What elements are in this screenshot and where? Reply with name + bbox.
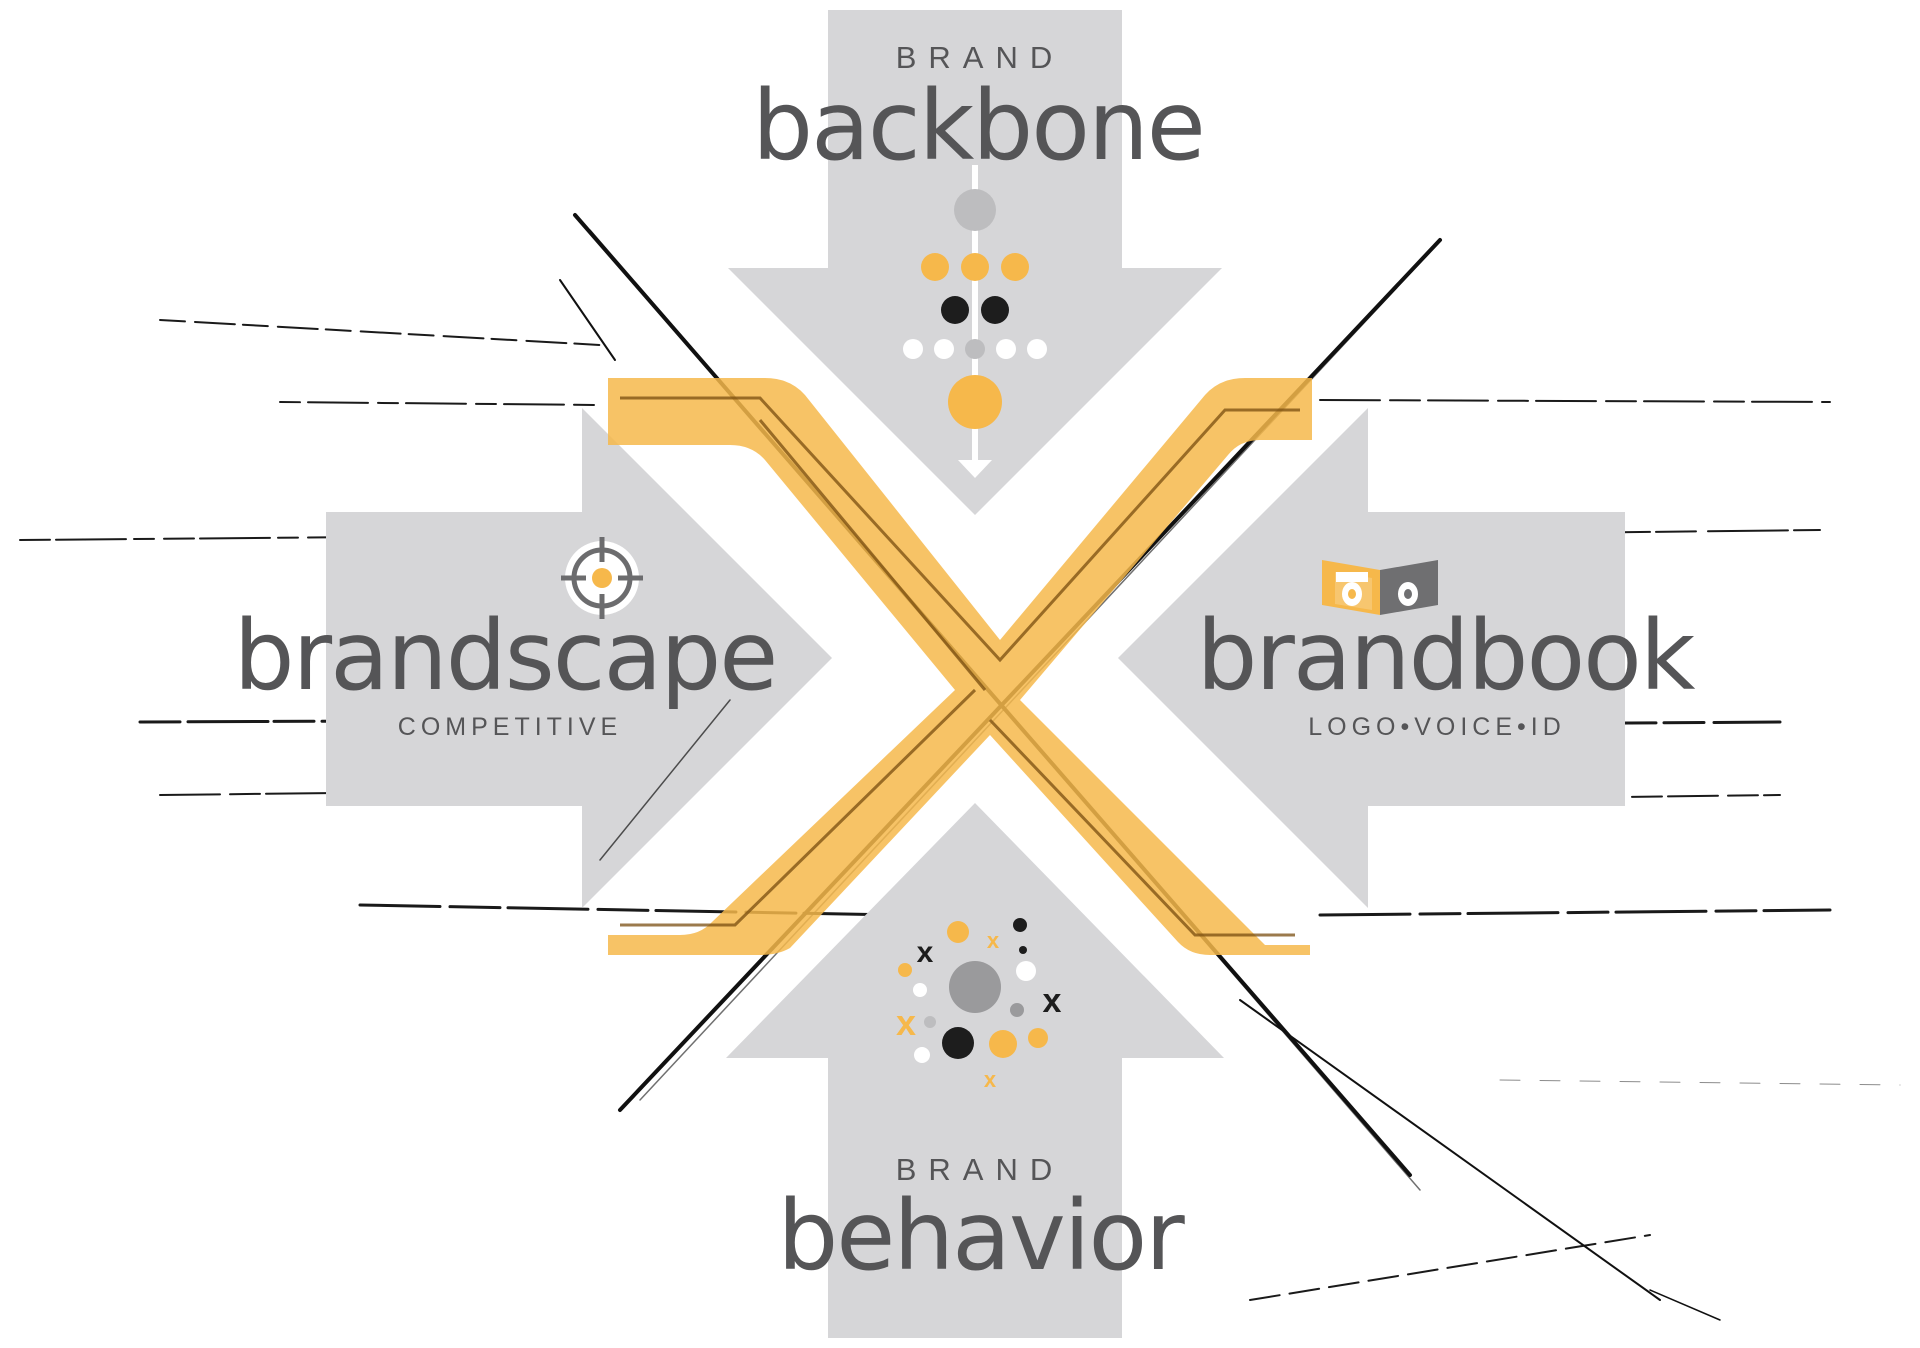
scatter-dots-icon: x x x x x [896, 918, 1062, 1092]
center-x-mark [608, 378, 1312, 955]
bottom-title: behavior [777, 1180, 1184, 1292]
arrow-right [1118, 408, 1625, 908]
gray-arrows [326, 10, 1625, 1338]
right-subtitle: LOGO•VOICE•ID [1308, 713, 1566, 741]
left-title: brandscape [233, 600, 779, 712]
right-title: brandbook [1196, 600, 1695, 712]
svg-text:x: x [1043, 982, 1062, 1020]
open-book-icon [1322, 560, 1438, 615]
arrow-left [326, 408, 832, 908]
top-kicker: BRAND [895, 40, 1065, 75]
svg-text:x: x [984, 1067, 997, 1092]
left-subtitle: COMPETITIVE [397, 713, 623, 741]
bottom-kicker: BRAND [895, 1152, 1065, 1187]
arrow-bottom [726, 803, 1224, 1338]
svg-text:x: x [987, 928, 1000, 953]
top-title: backbone [752, 70, 1206, 182]
dots-flow-icon [903, 165, 1047, 478]
svg-text:x: x [917, 936, 934, 969]
svg-text:x: x [896, 1002, 916, 1043]
crosshair-icon [561, 537, 643, 619]
